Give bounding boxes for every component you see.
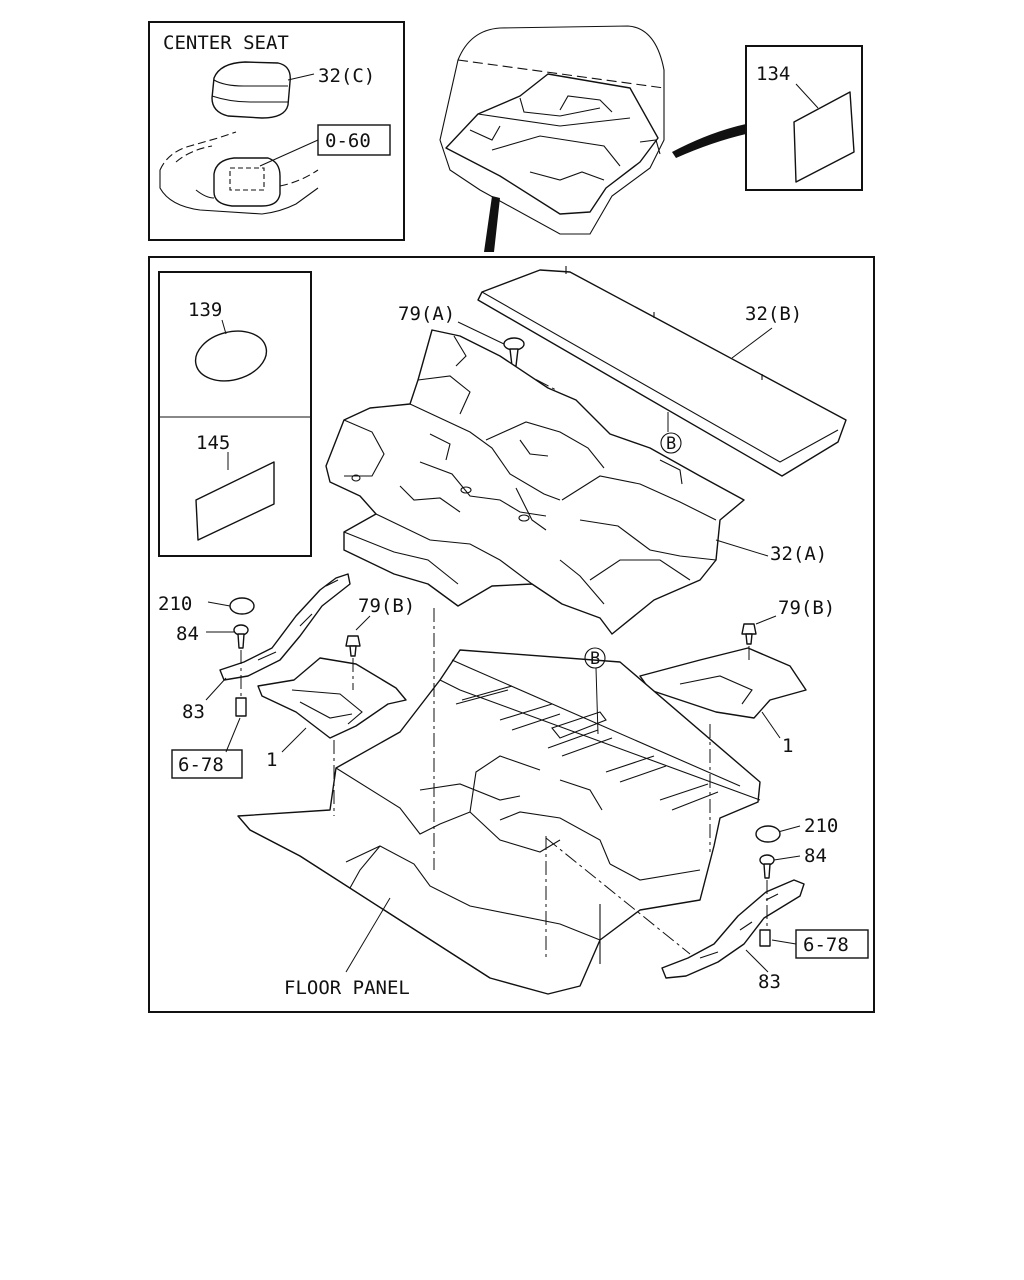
- marker-b-upper-label: B: [666, 434, 676, 454]
- marker-b-upper-circle: [660, 432, 682, 454]
- ref-6-78-left-label: 6-78: [178, 754, 224, 776]
- clip-79a-drawing: [503, 337, 525, 367]
- plug-210-right-drawing: [755, 825, 781, 843]
- cab-overview-drawing: [439, 25, 665, 235]
- part-84-left-label: 84: [176, 623, 199, 645]
- part-83-right-label: 83: [758, 971, 781, 993]
- part-84-right-label: 84: [804, 845, 827, 867]
- part-210-left-label: 210: [158, 593, 192, 615]
- main-assembly-frame: [148, 256, 875, 1013]
- part-134-inset: 134: [745, 45, 863, 191]
- floor-panel-drawing: [237, 649, 761, 995]
- cab-to-134-pointer: [672, 124, 746, 158]
- center-seat-base-drawing: [159, 131, 319, 215]
- floor-panel-label: FLOOR PANEL: [284, 977, 410, 999]
- bracket-83-left-drawing: [219, 573, 351, 681]
- part-134-label: 134: [756, 63, 790, 85]
- marker-b-lower-label: B: [590, 649, 600, 669]
- insulator-32a-drawing: [325, 329, 745, 635]
- insulator-1-left-drawing: [257, 657, 407, 739]
- clip-79b-left-drawing: [345, 635, 361, 657]
- ref-6-78-right-label: 6-78: [803, 934, 849, 956]
- part-145-sheet-drawing: [195, 461, 275, 541]
- parts-139-145-inset: 139 145: [158, 271, 312, 557]
- part-134-pad-drawing: [793, 91, 855, 183]
- ref-0-60-label: 0-60: [325, 130, 371, 152]
- part-32a-label: 32(A): [770, 543, 827, 565]
- part-1-left-label: 1: [266, 749, 277, 771]
- part-210-right-label: 210: [804, 815, 838, 837]
- part-79b-left-label: 79(B): [358, 595, 415, 617]
- insulator-32b-drawing: [477, 266, 847, 477]
- center-seat-label: CENTER SEAT: [163, 32, 289, 54]
- ref-0-60-box: [317, 124, 391, 156]
- part-1-right-label: 1: [782, 735, 793, 757]
- clip-79b-right-drawing: [741, 623, 757, 645]
- part-32b-label: 32(B): [745, 303, 802, 325]
- bracket-83-right-drawing: [661, 879, 805, 979]
- part-145-label: 145: [196, 432, 230, 454]
- part-139-label: 139: [188, 299, 222, 321]
- center-seat-cushion-drawing: [211, 61, 291, 119]
- part-79a-label: 79(A): [398, 303, 455, 325]
- bolt-84-left-drawing: [233, 624, 249, 649]
- plug-210-left-drawing: [229, 597, 255, 615]
- part-79b-right-label: 79(B): [778, 597, 835, 619]
- insulator-1-right-drawing: [639, 647, 807, 719]
- bolt-84-right-drawing: [759, 854, 775, 879]
- center-seat-inset: CENTER SEAT 32(C) 0-60: [148, 21, 405, 241]
- marker-b-lower-circle: [584, 647, 606, 669]
- nut-left-drawing: [235, 697, 247, 717]
- nut-right-drawing: [759, 929, 771, 947]
- cab-to-main-pointer: [484, 196, 500, 252]
- part-32c-label: 32(C): [318, 65, 375, 87]
- part-83-left-label: 83: [182, 701, 205, 723]
- part-139-grommet-drawing: [194, 330, 268, 382]
- ref-6-78-left-box: [171, 749, 243, 779]
